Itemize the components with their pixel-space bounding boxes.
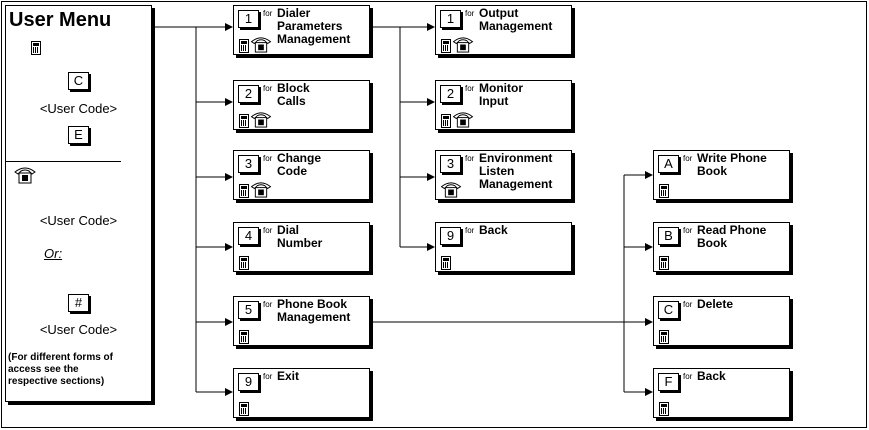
keypad-icon xyxy=(441,114,451,128)
keypad-icon xyxy=(239,114,249,128)
for-label: for xyxy=(263,84,273,93)
menu-item-label: Dial Number xyxy=(277,223,323,250)
menu-item-change-code[interactable]: 3 for Change Code xyxy=(233,150,370,200)
menu-item-exit[interactable]: 9 for Exit xyxy=(233,368,370,418)
user-menu-title: User Menu xyxy=(9,9,112,31)
for-label: for xyxy=(465,226,475,235)
submenu-item-monitor-input[interactable]: 2 for Monitor Input xyxy=(435,80,572,130)
keypad-icon xyxy=(31,41,41,55)
or-label: Or: xyxy=(44,246,63,261)
user-menu-panel: User Menu C <User Code> E <User Code> Or… xyxy=(5,5,152,402)
menu-item-block-calls[interactable]: 2 for Block Calls xyxy=(233,80,370,130)
for-label: for xyxy=(683,226,693,235)
key-e[interactable]: E xyxy=(68,126,89,144)
for-label: for xyxy=(263,154,273,163)
submenu-item-write-phone-book[interactable]: A for Write Phone Book xyxy=(653,150,790,200)
key-1: 1 xyxy=(238,10,259,28)
key-5: 5 xyxy=(238,301,259,319)
menu-item-label: Monitor Input xyxy=(479,81,523,108)
key-hash[interactable]: # xyxy=(68,294,89,312)
submenu-item-environment-listen[interactable]: 3 for Environment Listen Management xyxy=(435,150,572,200)
phone-icon xyxy=(250,112,272,128)
user-code-label: <User Code> xyxy=(39,322,118,337)
menu-item-label: Dialer Parameters Management xyxy=(277,6,351,46)
keypad-icon xyxy=(659,184,669,198)
for-label: for xyxy=(263,9,273,18)
key-3: 3 xyxy=(238,155,259,173)
phone-icon xyxy=(14,167,36,184)
key-9: 9 xyxy=(440,227,461,245)
key-4: 4 xyxy=(238,227,259,245)
phone-icon xyxy=(440,182,462,198)
panel-divider xyxy=(5,161,121,162)
keypad-icon xyxy=(441,256,451,270)
menu-item-label: Write Phone Book xyxy=(697,151,767,178)
menu-item-dial-number[interactable]: 4 for Dial Number xyxy=(233,222,370,272)
for-label: for xyxy=(465,154,475,163)
keypad-icon xyxy=(441,39,451,53)
for-label: for xyxy=(465,84,475,93)
menu-item-label: Block Calls xyxy=(277,81,310,108)
menu-item-label: Back xyxy=(479,223,508,237)
phone-icon xyxy=(250,182,272,198)
menu-item-label: Delete xyxy=(697,297,734,311)
menu-item-label: Output Management xyxy=(479,6,553,33)
user-code-label: <User Code> xyxy=(39,213,118,228)
menu-item-dialer-parameters[interactable]: 1 for Dialer Parameters Management xyxy=(233,5,370,55)
for-label: for xyxy=(263,226,273,235)
keypad-icon xyxy=(239,184,249,198)
menu-item-label: Exit xyxy=(277,369,300,383)
key-9: 9 xyxy=(238,373,259,391)
key-2: 2 xyxy=(238,85,259,103)
keypad-icon xyxy=(239,330,249,344)
for-label: for xyxy=(683,154,693,163)
menu-item-label: Change Code xyxy=(277,151,322,178)
menu-item-phone-book-management[interactable]: 5 for Phone Book Management xyxy=(233,296,370,346)
keypad-icon xyxy=(659,330,669,344)
phone-icon xyxy=(452,112,474,128)
key-3: 3 xyxy=(440,155,461,173)
menu-item-label: Phone Book Management xyxy=(277,297,351,324)
keypad-icon xyxy=(659,402,669,416)
key-2: 2 xyxy=(440,85,461,103)
menu-item-label: Read Phone Book xyxy=(697,223,767,250)
for-label: for xyxy=(263,372,273,381)
submenu-item-back[interactable]: 9 for Back xyxy=(435,222,572,272)
user-code-label: <User Code> xyxy=(39,101,118,116)
key-1: 1 xyxy=(440,10,461,28)
key-c: C xyxy=(658,301,679,319)
for-label: for xyxy=(683,300,693,309)
submenu-item-phone-book-back[interactable]: F for Back xyxy=(653,368,790,418)
phone-icon xyxy=(452,37,474,53)
key-f: F xyxy=(658,373,679,391)
keypad-icon xyxy=(239,402,249,416)
key-b: B xyxy=(658,227,679,245)
keypad-icon xyxy=(239,256,249,270)
keypad-icon xyxy=(239,39,249,53)
submenu-item-output-management[interactable]: 1 for Output Management xyxy=(435,5,572,55)
menu-item-label: Back xyxy=(697,369,726,383)
submenu-item-delete[interactable]: C for Delete xyxy=(653,296,790,346)
key-a: A xyxy=(658,155,679,173)
phone-icon xyxy=(250,37,272,53)
for-label: for xyxy=(683,372,693,381)
for-label: for xyxy=(263,300,273,309)
access-note: (For different forms of access see the r… xyxy=(8,352,113,387)
for-label: for xyxy=(465,9,475,18)
key-c[interactable]: C xyxy=(68,72,89,90)
menu-item-label: Environment Listen Management xyxy=(479,151,553,191)
submenu-item-read-phone-book[interactable]: B for Read Phone Book xyxy=(653,222,790,272)
keypad-icon xyxy=(659,256,669,270)
